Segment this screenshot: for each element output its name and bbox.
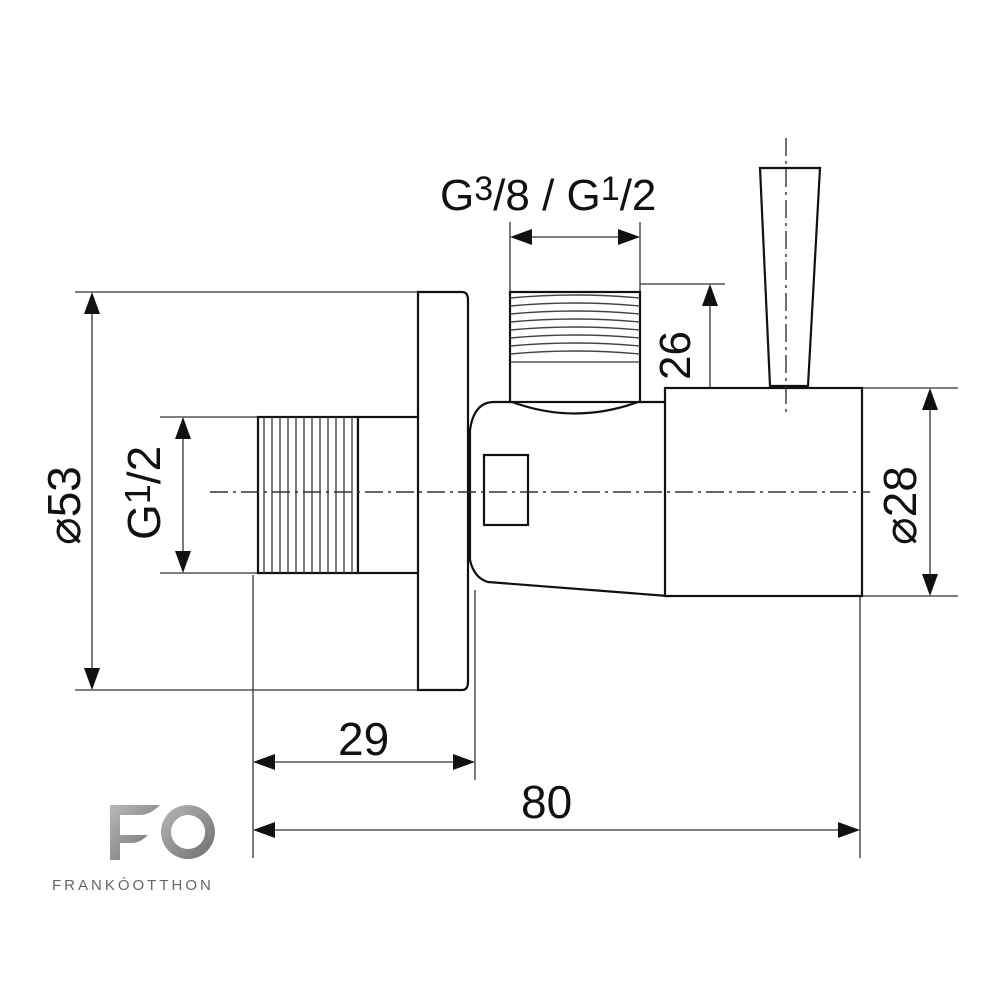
inlet-thread-label: G1/2 [117,446,170,540]
inlet-thread-lines [263,417,353,573]
outlet-thread-lines [509,294,641,355]
extension-lines [75,222,958,858]
outlet-height-label: 26 [651,331,700,380]
outlet-thread-label: G3/8 / G1/2 [440,170,656,220]
center-lines [210,138,870,493]
valve-body [256,166,864,692]
overall-length-label: 80 [521,776,572,828]
brand-logo-icon [110,805,215,860]
handle-diameter-label: ⌀28 [874,466,926,545]
brand-watermark: FRANKÓOTTHON [52,805,215,894]
dimension-labels: G3/8 / G1/2 26 ⌀53 G1/2 ⌀28 29 80 [38,170,926,828]
flange-diameter-label: ⌀53 [38,466,90,545]
inlet-to-flange-label: 29 [338,713,389,765]
dimension-lines [84,229,938,838]
brand-name: FRANKÓOTTHON [52,877,214,894]
